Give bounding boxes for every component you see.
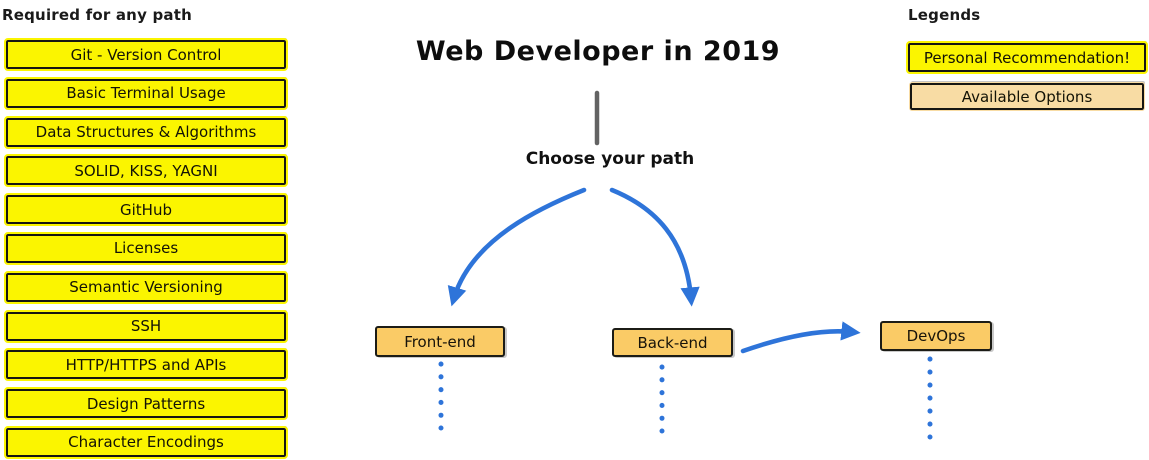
required-list: Git - Version Control Basic Terminal Usa… — [4, 38, 288, 459]
legend-available-options: Available Options — [909, 82, 1145, 111]
required-section-header: Required for any path — [2, 6, 192, 24]
legend-personal-recommendation: Personal Recommendation! — [906, 41, 1148, 74]
required-item-git: Git - Version Control — [4, 38, 288, 71]
required-item-github: GitHub — [4, 193, 288, 227]
required-item-licenses: Licenses — [4, 231, 288, 265]
path-node-devops: DevOps — [880, 321, 992, 351]
legend-section-header: Legends — [908, 6, 981, 24]
arrow-to-backend — [609, 187, 700, 307]
required-item-http: HTTP/HTTPS and APIs — [4, 348, 288, 382]
required-item-design-patterns: Design Patterns — [4, 387, 288, 421]
required-item-encodings: Character Encodings — [4, 425, 288, 459]
required-item-solid: SOLID, KISS, YAGNI — [4, 154, 288, 188]
path-node-backend: Back-end — [612, 328, 733, 357]
choose-path-label: Choose your path — [525, 149, 695, 169]
arrow-to-devops — [740, 321, 861, 354]
required-item-dsa: Data Structures & Algorithms — [4, 115, 288, 149]
required-item-ssh: SSH — [4, 309, 288, 343]
required-item-semver: Semantic Versioning — [4, 270, 288, 304]
path-node-frontend: Front-end — [375, 326, 505, 357]
required-item-terminal: Basic Terminal Usage — [4, 76, 288, 110]
arrow-to-frontend — [447, 187, 587, 307]
page-title: Web Developer in 2019 — [415, 36, 781, 67]
